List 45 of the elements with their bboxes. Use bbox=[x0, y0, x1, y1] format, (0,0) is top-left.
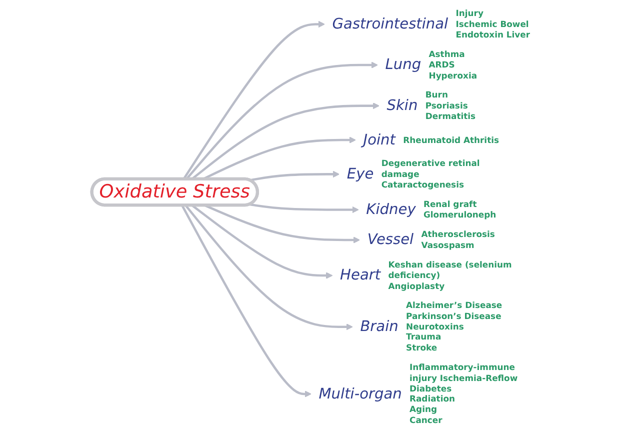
node-text: Gastrointestinal bbox=[332, 15, 448, 32]
node-label: ARDS bbox=[428, 60, 455, 70]
node-label: Cataractogenesis bbox=[381, 179, 464, 190]
node-label: Vasospasm bbox=[421, 240, 474, 250]
node-label: Stroke bbox=[406, 342, 438, 353]
node-label: Injury bbox=[456, 8, 484, 18]
node-label: Radiation bbox=[410, 394, 456, 404]
arrow bbox=[190, 102, 380, 180]
node-text: Heart bbox=[340, 266, 381, 284]
node-label: Inflammatory-immune injury Ischemia-Reflow bbox=[410, 362, 518, 383]
node-text: Vessel bbox=[367, 231, 414, 248]
node-label: Hyperoxia bbox=[428, 70, 478, 80]
node-label: Dermatitis bbox=[425, 111, 476, 122]
node-text: Multi-organ bbox=[318, 385, 402, 402]
node-text: Brain bbox=[360, 318, 398, 335]
arrow bbox=[204, 204, 360, 244]
node-label: Atherosclerosis bbox=[421, 229, 495, 240]
node-label: Angioplasty bbox=[388, 280, 445, 291]
node-label: Parkinson’s Disease bbox=[406, 311, 502, 321]
arrow bbox=[181, 204, 312, 398]
node-label: Burn bbox=[425, 90, 448, 100]
arrow bbox=[250, 203, 359, 214]
node-label: Ischemic Bowel bbox=[456, 18, 529, 29]
node-label: Keshan disease (selenium deficiency) bbox=[388, 260, 512, 280]
node-text: Joint bbox=[363, 132, 396, 149]
node-text: Eye bbox=[346, 165, 374, 182]
node-label: Renal graft bbox=[423, 199, 477, 210]
node-text: Kidney bbox=[366, 200, 416, 218]
node-label: Alzheimer’s Disease bbox=[406, 300, 502, 310]
node-label: Aging bbox=[410, 404, 437, 414]
arrow bbox=[250, 170, 340, 182]
node-label: Neurotoxins bbox=[406, 322, 464, 332]
node-label: Asthma bbox=[428, 49, 465, 60]
node-label: Cancer bbox=[410, 415, 442, 425]
arrow bbox=[184, 204, 353, 330]
node-label: Psoriasis bbox=[425, 100, 468, 111]
node-label: Rheumatoid Athritis bbox=[403, 135, 500, 146]
arrow bbox=[192, 204, 333, 279]
node-label: Degenerative retinal damage bbox=[381, 158, 480, 179]
node-text: Lung bbox=[385, 56, 422, 74]
node-text: Skin bbox=[386, 97, 418, 114]
node-label: Diabetes bbox=[410, 383, 452, 394]
node-label: Trauma bbox=[406, 332, 442, 342]
node-label: Endotoxin Liver bbox=[456, 29, 530, 40]
node-label: Glomeruloneph bbox=[423, 210, 496, 220]
